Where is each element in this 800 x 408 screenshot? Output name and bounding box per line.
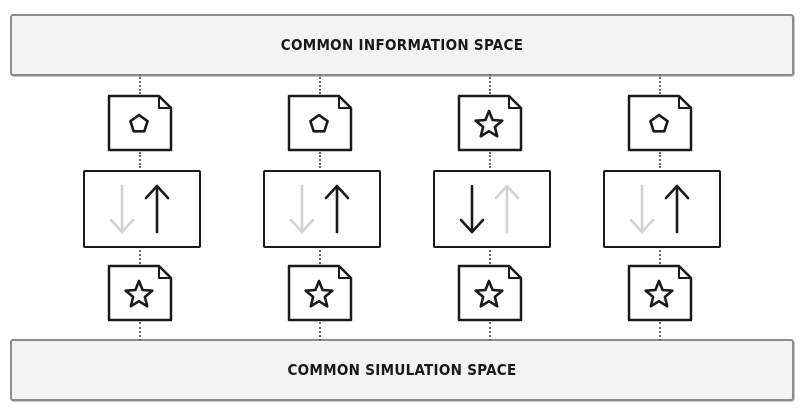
simulation-document-star-icon (107, 264, 173, 322)
common-simulation-space-band: COMMON SIMULATION SPACE (10, 339, 794, 401)
direction-switch-up (263, 170, 381, 248)
simulation-document-star-icon (287, 264, 353, 322)
direction-switch-up (83, 170, 201, 248)
simulation-document-star-icon (457, 264, 523, 322)
information-document-star-icon (457, 94, 523, 152)
down-arrow-icon (459, 184, 485, 234)
information-document-pentagon-icon (627, 94, 693, 152)
up-arrow-icon (324, 184, 350, 234)
information-document-pentagon-icon (107, 94, 173, 152)
up-arrow-icon (494, 184, 520, 234)
connector-line (659, 152, 661, 168)
up-arrow-icon (144, 184, 170, 234)
connector-line (659, 322, 661, 341)
connector-line (489, 74, 491, 94)
connector-line (489, 250, 491, 264)
connector-line (319, 250, 321, 264)
connector-line (139, 250, 141, 264)
connector-line (659, 74, 661, 94)
up-arrow-icon (664, 184, 690, 234)
common-information-space-band: COMMON INFORMATION SPACE (10, 14, 794, 76)
connector-line (319, 74, 321, 94)
connector-line (139, 152, 141, 168)
simulation-document-star-icon (627, 264, 693, 322)
connector-line (139, 74, 141, 94)
direction-switch-down (433, 170, 551, 248)
down-arrow-icon (289, 184, 315, 234)
connector-line (489, 322, 491, 341)
connector-line (489, 152, 491, 168)
down-arrow-icon (629, 184, 655, 234)
connector-line (319, 322, 321, 341)
connector-line (319, 152, 321, 168)
connector-line (139, 322, 141, 341)
common-information-space-label: COMMON INFORMATION SPACE (280, 36, 524, 54)
common-simulation-space-label: COMMON SIMULATION SPACE (287, 361, 517, 379)
down-arrow-icon (109, 184, 135, 234)
information-document-pentagon-icon (287, 94, 353, 152)
direction-switch-up (603, 170, 721, 248)
connector-line (659, 250, 661, 264)
